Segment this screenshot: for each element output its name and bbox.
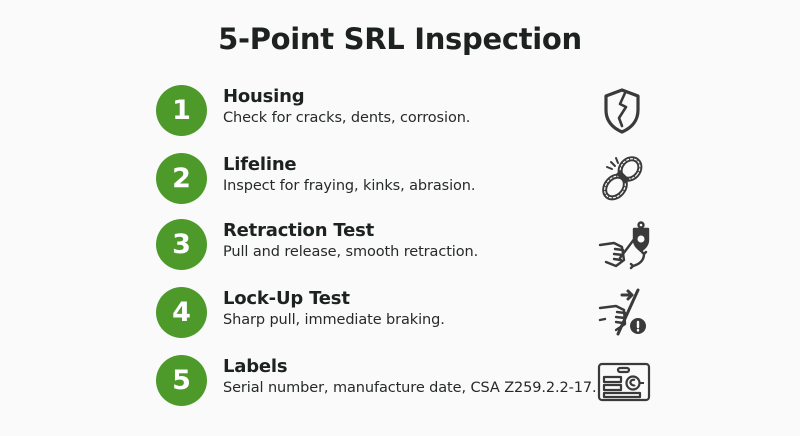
inspection-item-lock-up-test: 4 Lock-Up Test Sharp pull, immediate bra… [156, 287, 656, 343]
item-description: Serial number, manufacture date, CSA Z25… [223, 380, 597, 396]
coiled-rope-icon [592, 148, 652, 208]
item-heading: Housing [223, 86, 305, 107]
page-title: 5-Point SRL Inspection [218, 22, 582, 56]
step-number-badge: 2 [156, 153, 207, 204]
step-number-badge: 5 [156, 355, 207, 406]
item-heading: Labels [223, 356, 288, 377]
item-description: Pull and release, smooth retraction. [223, 244, 479, 260]
item-description: Inspect for fraying, kinks, abrasion. [223, 178, 476, 194]
item-description: Check for cracks, dents, corrosion. [223, 110, 471, 126]
step-number-badge: 4 [156, 287, 207, 338]
inspection-item-housing: 1 Housing Check for cracks, dents, corro… [156, 85, 656, 141]
item-heading: Lifeline [223, 154, 297, 175]
inspection-item-lifeline: 2 Lifeline Inspect for fraying, kinks, a… [156, 153, 656, 209]
inspection-item-retraction-test: 3 Retraction Test Pull and release, smoo… [156, 219, 656, 275]
item-heading: Retraction Test [223, 220, 375, 241]
inspection-item-labels: 5 Labels Serial number, manufacture date… [156, 355, 656, 411]
step-number-badge: 1 [156, 85, 207, 136]
cracked-shield-icon [592, 80, 652, 140]
hand-pull-retract-icon [592, 214, 652, 274]
hand-pull-warning-icon [592, 282, 652, 342]
item-heading: Lock-Up Test [223, 288, 350, 309]
item-description: Sharp pull, immediate braking. [223, 312, 445, 328]
step-number-badge: 3 [156, 219, 207, 270]
csa-label-icon [592, 350, 652, 410]
